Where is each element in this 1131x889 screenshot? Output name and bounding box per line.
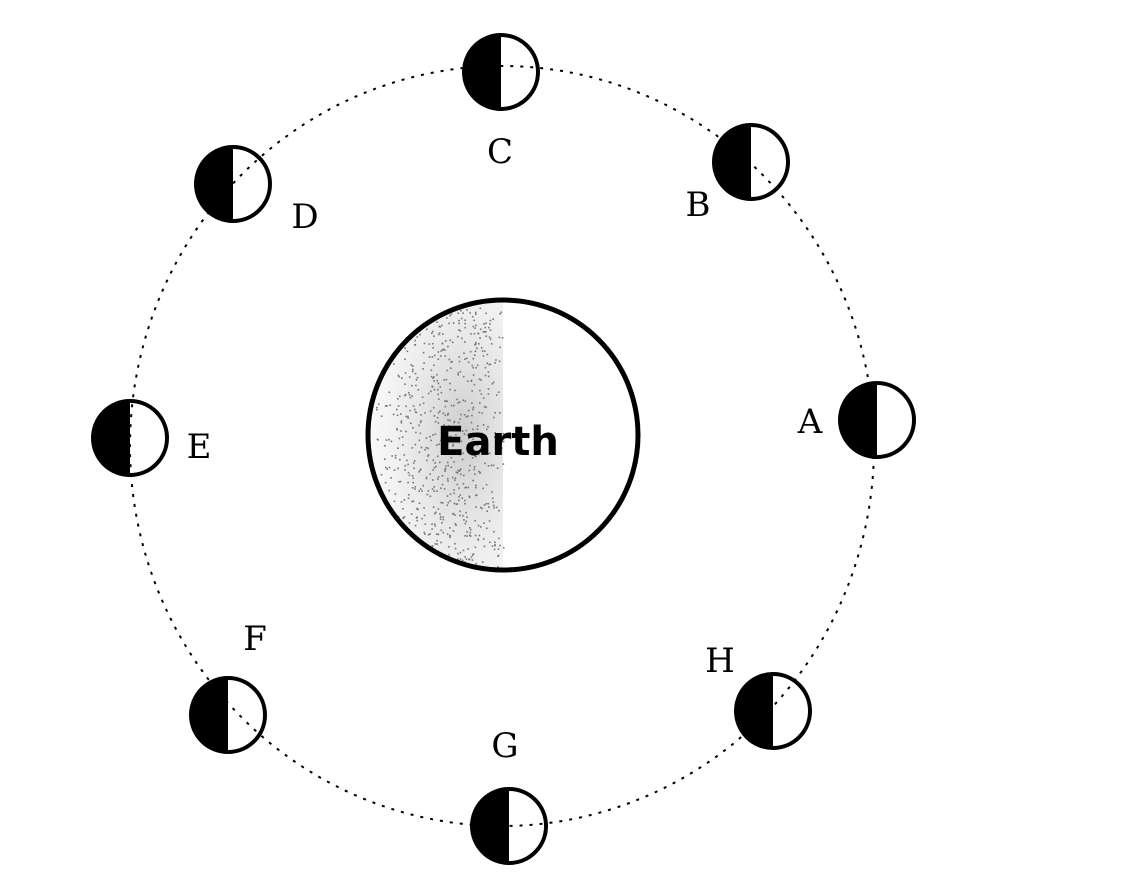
moon-label-B: B (686, 185, 711, 225)
moon-label-F: F (243, 619, 267, 659)
moon-label-H: H (705, 641, 735, 681)
earth-label: Earth (437, 419, 559, 465)
moon-label-E: E (187, 427, 212, 467)
moon-F: F (189, 619, 267, 754)
moon-D: D (194, 145, 319, 237)
moon-H: H (705, 641, 812, 750)
moon-label-A: A (797, 402, 823, 442)
earth: Earth (365, 297, 641, 573)
moon-G: G (470, 726, 548, 865)
moon-E: E (91, 399, 212, 477)
moon-label-D: D (291, 197, 318, 237)
moon-C: C (462, 33, 540, 172)
moon-B: B (686, 123, 790, 225)
moon-A: A (797, 381, 916, 459)
moon-label-G: G (491, 726, 518, 766)
moon-label-C: C (487, 132, 513, 172)
